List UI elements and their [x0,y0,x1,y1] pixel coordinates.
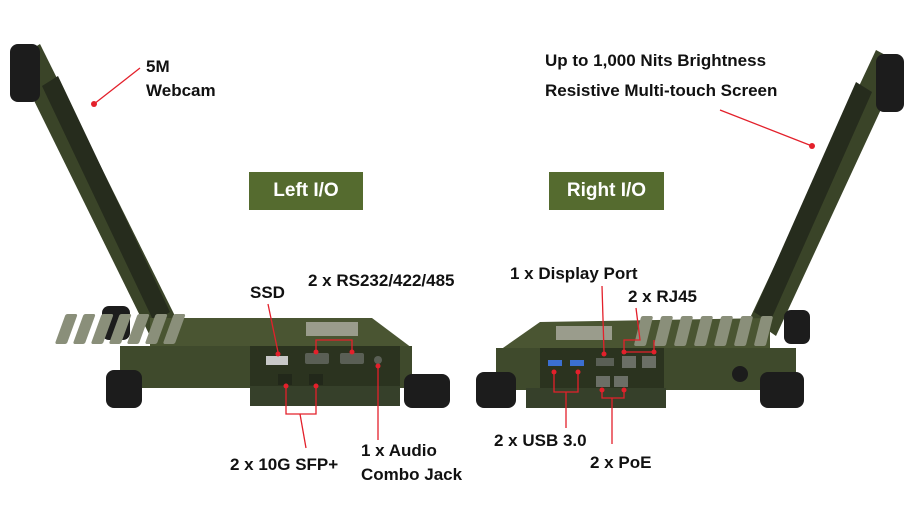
left-serial-port-2 [340,353,364,364]
right-lid-bumper-top [876,54,904,112]
right-base-bumper-2 [760,372,804,408]
dot-rj45-1 [621,349,627,355]
right-io-badge: Right I/O [549,172,664,210]
dot-screen [809,143,815,149]
dot-sfp-2 [313,383,319,389]
right-poe-port-2 [614,376,628,387]
right-base-bumper-1 [476,372,516,408]
leader-poe [601,390,625,399]
dot-usb-2 [575,369,581,375]
right-keyboard [634,316,773,346]
right-usb-port-1 [548,360,562,366]
label-rj45: 2 x RJ45 [628,287,697,306]
left-expansion-bay [250,386,400,406]
label-usb: 2 x USB 3.0 [494,431,587,450]
left-laptop [10,44,450,408]
label-webcam-line1: 5M [146,57,170,76]
label-touch-screen: Resistive Multi-touch Screen [545,81,778,100]
left-keyboard [55,314,186,344]
label-webcam-line2: Webcam [146,81,216,100]
leader-sfp-stem [299,413,307,449]
label-poe: 2 x PoE [590,453,652,472]
right-displayport [596,358,614,366]
left-io-badge: Left I/O [249,172,363,210]
left-base-bumper-2 [404,374,450,408]
label-displayport: 1 x Display Port [510,264,638,283]
dot-sfp-1 [283,383,289,389]
left-sfp-port-1 [278,374,292,385]
leader-ssd [267,303,279,353]
left-io-panel [250,346,400,386]
left-ssd-slot [266,356,288,365]
leader-sfp [285,388,317,415]
dot-displayport [601,351,607,357]
left-touchpad [306,322,358,336]
label-sfp: 2 x 10G SFP+ [230,455,339,474]
right-power-button [732,366,748,382]
right-expansion-bay [526,388,666,408]
leader-serial [315,339,353,352]
label-audio-line2: Combo Jack [361,465,463,484]
right-laptop [476,50,904,408]
dot-poe-2 [621,387,627,393]
dot-usb-1 [551,369,557,375]
right-usb-port-2 [570,360,584,366]
left-lid-bumper-top [10,44,40,102]
left-base-bumper-1 [106,370,142,408]
right-rj45-port-2 [642,356,656,368]
right-touchpad [556,326,612,340]
dot-serial-1 [313,349,319,355]
dot-webcam [91,101,97,107]
dot-serial-2 [349,349,355,355]
right-rj45-port-1 [622,356,636,368]
label-serial: 2 x RS232/422/485 [308,271,455,290]
right-lid-bumper-bottom [784,310,810,344]
right-laptop-screen [754,82,872,322]
callout-leaders [93,67,813,449]
leader-webcam [93,67,141,105]
dot-rj45-2 [651,349,657,355]
left-laptop-deck [150,318,412,348]
left-serial-port-1 [305,353,329,364]
left-audio-jack [374,356,382,364]
label-ssd: SSD [250,283,285,302]
dot-ssd [275,351,281,357]
label-brightness: Up to 1,000 Nits Brightness [545,51,767,70]
left-laptop-screen [42,76,170,322]
callout-dots [91,101,815,393]
label-audio-line1: 1 x Audio [361,441,437,460]
dot-audio [375,363,381,369]
right-poe-port-1 [596,376,610,387]
leader-displayport [601,285,605,353]
leader-brightness-screen [719,109,813,147]
dot-poe-1 [599,387,605,393]
left-sfp-port-2 [309,374,323,385]
